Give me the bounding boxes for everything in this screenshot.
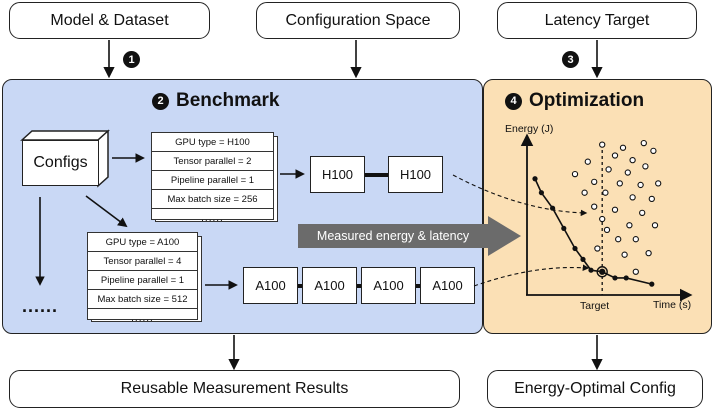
measured-energy-latency-label: Measured energy & latency bbox=[316, 229, 470, 243]
step-2-badge: 2 bbox=[152, 92, 169, 110]
latency-target-box: Latency Target bbox=[497, 2, 697, 39]
model-dataset-label: Model & Dataset bbox=[50, 11, 169, 29]
measured-arrow-head bbox=[488, 216, 521, 256]
h100-gpu-box: H100 bbox=[388, 156, 443, 193]
a100-gpu-box: A100 bbox=[420, 267, 475, 304]
chart-y-axis-label: Energy (J) bbox=[505, 123, 554, 135]
nvlink-connector bbox=[416, 284, 420, 288]
step-4-badge: 4 bbox=[505, 92, 522, 110]
nvlink-connector bbox=[357, 284, 361, 288]
more-configs-ellipsis: ...... bbox=[22, 296, 59, 316]
optimization-title-text: Optimization bbox=[529, 90, 645, 111]
h100-config-row: GPU type = H100 bbox=[152, 133, 273, 152]
a100-config-row: Max batch size = 512 bbox=[88, 290, 197, 309]
chart-target-label: Target bbox=[580, 300, 610, 312]
model-dataset-box: Model & Dataset bbox=[9, 2, 210, 39]
benchmark-title-text: Benchmark bbox=[176, 90, 280, 111]
a100-gpu-box: A100 bbox=[243, 267, 298, 304]
h100-config-sheet: GPU type = H100 Tensor parallel = 2 Pipe… bbox=[151, 132, 274, 224]
latency-target-label: Latency Target bbox=[544, 11, 650, 29]
a100-gpu-box: A100 bbox=[302, 267, 357, 304]
step-3-badge: 3 bbox=[562, 51, 579, 68]
h100-config-row: Pipeline parallel = 1 bbox=[152, 171, 273, 190]
energy-optimal-config-label: Energy-Optimal Config bbox=[514, 380, 676, 397]
h100-gpu-box: H100 bbox=[310, 156, 365, 193]
benchmark-title: 2 Benchmark bbox=[152, 90, 280, 112]
optimization-title: 4 Optimization bbox=[505, 90, 644, 112]
step-1-badge: 1 bbox=[123, 51, 140, 68]
h100-config-row: Tensor parallel = 2 bbox=[152, 152, 273, 171]
optimization-panel bbox=[483, 79, 712, 334]
reusable-results-label: Reusable Measurement Results bbox=[120, 380, 349, 397]
a100-config-ellipsis: ...... bbox=[131, 312, 154, 324]
h100-config-row: Max batch size = 256 bbox=[152, 190, 273, 209]
a100-config-row: Tensor parallel = 4 bbox=[88, 252, 197, 271]
reusable-results-box: Reusable Measurement Results bbox=[9, 370, 460, 408]
configuration-space-box: Configuration Space bbox=[256, 2, 460, 39]
chart-x-axis-label: Time (s) bbox=[653, 299, 692, 311]
energy-optimal-config-box: Energy-Optimal Config bbox=[487, 370, 703, 408]
a100-config-row: GPU type = A100 bbox=[88, 233, 197, 252]
configuration-space-label: Configuration Space bbox=[285, 11, 431, 29]
a100-config-sheet: GPU type = A100 Tensor parallel = 4 Pipe… bbox=[87, 232, 198, 324]
nvlink-connector bbox=[365, 173, 388, 177]
configs-label: Configs bbox=[33, 154, 88, 171]
nvlink-connector bbox=[298, 284, 302, 288]
configs-box: Configs bbox=[22, 140, 99, 186]
a100-gpu-box: A100 bbox=[361, 267, 416, 304]
h100-config-ellipsis: ...... bbox=[201, 212, 224, 224]
a100-config-row: Pipeline parallel = 1 bbox=[88, 271, 197, 290]
measured-energy-latency-arrow: Measured energy & latency bbox=[298, 224, 488, 248]
